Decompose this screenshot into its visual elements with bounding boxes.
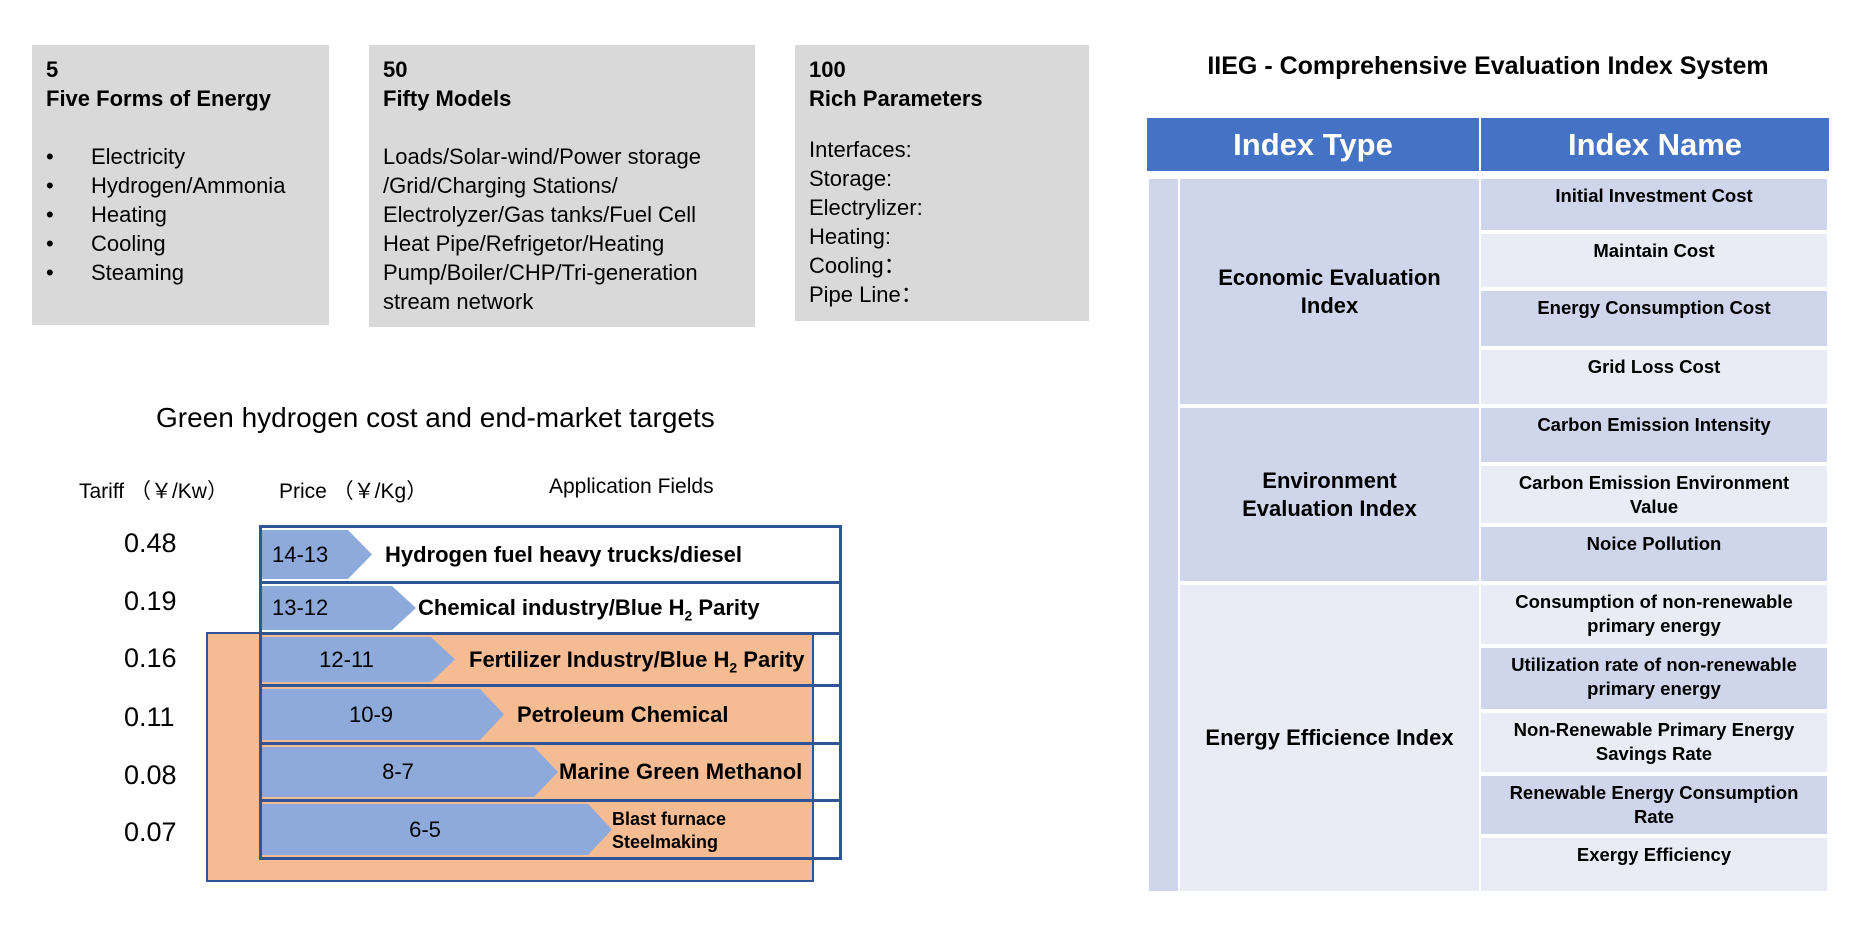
tariff-value: 0.08 xyxy=(124,760,177,790)
list-item: Steaming xyxy=(46,258,315,287)
index-name-cell: Non-Renewable Primary Energy Savings Rat… xyxy=(1479,711,1829,774)
price-arrow: 14-13 xyxy=(262,530,372,579)
application-text: Chemical industry/Blue H xyxy=(418,595,685,621)
energy-list: Electricity Hydrogen/Ammonia Heating Coo… xyxy=(46,142,315,287)
index-name-cell: Utilization rate of non-renewable primar… xyxy=(1479,646,1829,711)
application-row: 12-11 Fertilizer Industry/Blue H2 Parity xyxy=(259,632,842,687)
application-suffix: Parity xyxy=(737,646,805,672)
tariff-value: 0.19 xyxy=(124,586,177,616)
application-text: Hydrogen fuel heavy trucks/diesel xyxy=(385,541,743,567)
index-type-cell: Economic Evaluation Index xyxy=(1178,177,1481,406)
index-name-cell: Noice Pollution xyxy=(1479,525,1829,583)
application-row: 13-12 Chemical industry/Blue H2 Parity xyxy=(259,581,842,635)
text-line: stream network xyxy=(383,289,534,314)
subscript: 2 xyxy=(684,607,693,624)
subscript: 2 xyxy=(729,659,738,676)
price-range: 8-7 xyxy=(382,759,414,784)
tariff-header: Tariff （￥/Kw） xyxy=(79,480,228,503)
text-line: Interfaces: xyxy=(809,137,912,162)
price-range: 10-9 xyxy=(348,701,394,727)
price-arrow: 12-11 xyxy=(262,637,455,682)
tariff-value: 0.16 xyxy=(124,643,177,673)
price-arrow: 13-12 xyxy=(262,586,416,630)
card-number: 5 xyxy=(46,57,59,82)
application-row: 8-7 Marine Green Methanol xyxy=(259,742,842,802)
list-item: Heating xyxy=(46,200,315,229)
index-type-text: Energy Efficience Index xyxy=(1205,725,1454,750)
index-name-cell: Exergy Efficiency xyxy=(1479,836,1829,893)
price-arrow: 8-7 xyxy=(262,747,558,797)
models-card: 50 Fifty Models Loads/Solar-wind/Power s… xyxy=(369,45,755,327)
application-field: Chemical industry/Blue H2 Parity xyxy=(418,595,760,623)
index-name-cell: Energy Consumption Cost xyxy=(1479,289,1829,348)
text-line: Cooling： xyxy=(809,253,906,278)
index-name-cell: Renewable Energy Consumption Rate xyxy=(1479,774,1829,836)
text-line: Pump/Boiler/CHP/Tri-generation xyxy=(383,260,698,285)
tariff-value: 0.48 xyxy=(124,528,177,558)
list-item: Cooling xyxy=(46,229,315,258)
tariff-value: 0.11 xyxy=(124,702,175,732)
price-range: 6-5 xyxy=(409,816,441,842)
tariff-value: 0.07 xyxy=(124,817,177,847)
card-title: Rich Parameters xyxy=(809,86,983,111)
application-field: Marine Green Methanol xyxy=(559,759,802,787)
application-row: 14-13 Hydrogen fuel heavy trucks/diesel xyxy=(259,525,842,584)
card-title: Five Forms of Energy xyxy=(46,86,271,111)
index-title: IIEG - Comprehensive Evaluation Index Sy… xyxy=(1207,52,1769,80)
application-text: Marine Green Methanol xyxy=(559,759,803,785)
hydrogen-title: Green hydrogen cost and end-market targe… xyxy=(156,402,715,433)
index-type-cell: Environment Evaluation Index xyxy=(1178,406,1481,583)
parameters-text: Interfaces: Storage: Electrylizer: Heati… xyxy=(809,135,1075,309)
application-row: 10-9 Petroleum Chemical xyxy=(259,684,842,745)
application-field: Fertilizer Industry/Blue H2 Parity xyxy=(469,647,804,675)
text-line: Electrylizer: xyxy=(809,195,923,220)
index-type-header: Index Type xyxy=(1147,118,1479,171)
application-line: Blast furnace xyxy=(612,809,727,829)
side-strip xyxy=(1147,177,1180,893)
index-type-text: Environment Evaluation Index xyxy=(1242,467,1417,521)
price-range: 13-12 xyxy=(272,595,329,620)
application-text: Petroleum Chemical xyxy=(517,701,729,727)
index-type-text: Economic Evaluation Index xyxy=(1218,264,1441,318)
application-header: Application Fields xyxy=(549,475,714,498)
list-item: Hydrogen/Ammonia xyxy=(46,171,315,200)
price-arrow: 6-5 xyxy=(262,804,612,855)
application-field: Petroleum Chemical xyxy=(517,702,729,730)
text-line: Heating: xyxy=(809,224,891,249)
price-header: Price （￥/Kg） xyxy=(279,480,428,503)
application-suffix: Parity xyxy=(692,595,760,621)
models-text: Loads/Solar-wind/Power storage /Grid/Cha… xyxy=(383,142,741,316)
index-name-cell: Carbon Emission Environment Value xyxy=(1479,464,1829,525)
text-line: Loads/Solar-wind/Power storage xyxy=(383,144,701,169)
index-name-header: Index Name xyxy=(1481,118,1829,171)
price-range: 12-11 xyxy=(319,646,374,672)
index-name-cell: Grid Loss Cost xyxy=(1479,348,1829,406)
application-text: Fertilizer Industry/Blue H xyxy=(469,646,730,672)
price-arrow: 10-9 xyxy=(262,689,504,740)
index-name-cell: Maintain Cost xyxy=(1479,232,1829,289)
energy-forms-card: 5 Five Forms of Energy Electricity Hydro… xyxy=(32,45,329,325)
text-line: Electrolyzer/Gas tanks/Fuel Cell xyxy=(383,202,696,227)
text-line: Storage: xyxy=(809,166,893,191)
card-number: 100 xyxy=(809,57,846,82)
application-line: Steelmaking xyxy=(612,832,719,852)
index-name-cell: Initial Investment Cost xyxy=(1479,177,1829,232)
list-item: Electricity xyxy=(46,142,315,171)
parameters-card: 100 Rich Parameters Interfaces: Storage:… xyxy=(795,45,1089,321)
text-line: Heat Pipe/Refrigetor/Heating xyxy=(383,231,665,256)
card-number: 50 xyxy=(383,57,408,82)
index-name-cell: Consumption of non-renewable primary ene… xyxy=(1479,583,1829,646)
index-type-cell: Energy Efficience Index xyxy=(1178,583,1481,893)
application-field: Hydrogen fuel heavy trucks/diesel xyxy=(385,542,742,570)
text-line: /Grid/Charging Stations/ xyxy=(383,173,618,198)
price-range: 14-13 xyxy=(272,541,329,567)
card-title: Fifty Models xyxy=(383,86,512,111)
text-line: Pipe Line： xyxy=(809,282,923,307)
index-name-cell: Carbon Emission Intensity xyxy=(1479,406,1829,464)
